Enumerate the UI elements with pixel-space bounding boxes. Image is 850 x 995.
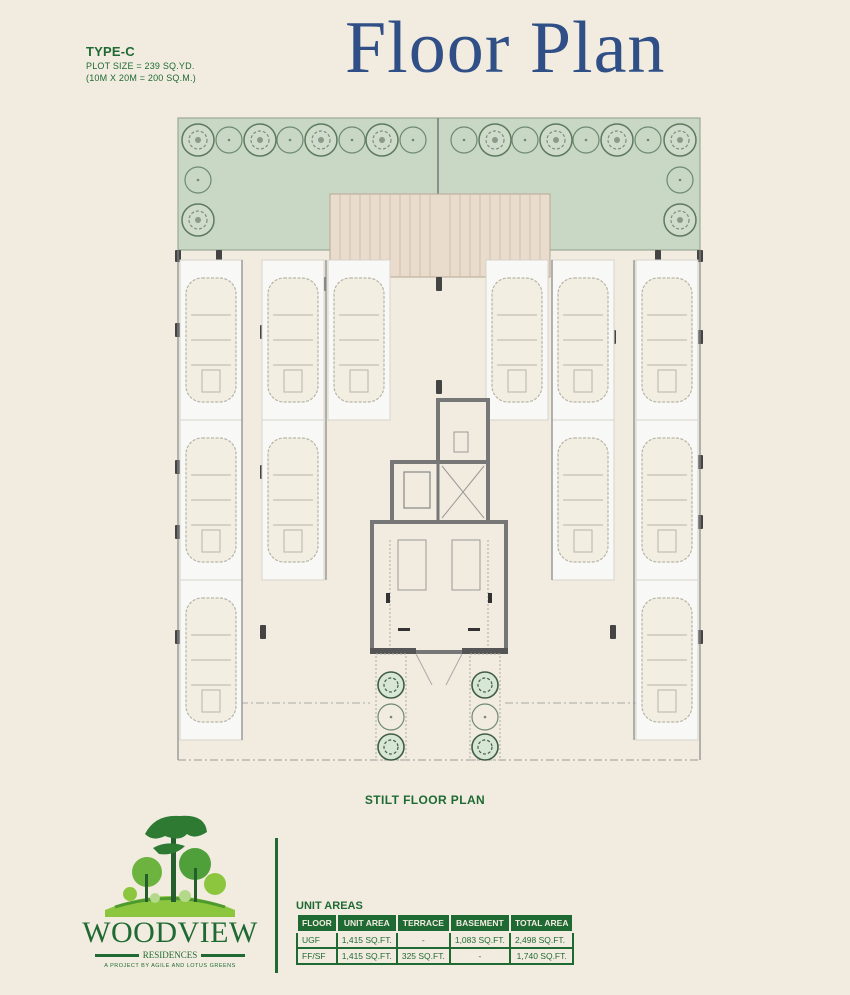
plan-caption: STILT FLOOR PLAN [364,793,486,807]
unit-type: TYPE-C [86,44,135,59]
col-unit-area: UNIT AREA [335,913,398,933]
cell-total-area: 2,498 SQ.FT. [508,931,575,949]
plot-size: PLOT SIZE = 239 SQ.YD. [86,61,195,71]
logo-rule-left [94,953,139,957]
col-basement: BASEMENT [448,913,511,933]
logo-rule-right [201,953,246,957]
unit-areas-title: UNIT AREAS [296,900,363,912]
logo-subtitle-row: RESIDENCES [80,950,260,960]
cell-unit-area: 1,415 SQ.FT. [335,947,398,965]
woodview-logo: WOODVIEW RESIDENCES A PROJECT BY AGILE A… [80,812,260,969]
table-row: FF/SF 1,415 SQ.FT. 325 SQ.FT. - 1,740 SQ… [296,947,575,965]
unit-areas-section: UNIT AREAS FLOOR UNIT AREA TERRACE BASEM… [296,900,575,965]
unit-areas-table: FLOOR UNIT AREA TERRACE BASEMENT TOTAL A… [296,913,575,965]
table-header-row: FLOOR UNIT AREA TERRACE BASEMENT TOTAL A… [296,913,575,933]
plot-dimensions: (10M X 20M = 200 SQ.M.) [86,73,196,83]
page-title: Floor Plan [345,7,666,89]
cell-unit-area: 1,415 SQ.FT. [335,931,398,949]
cell-basement: 1,083 SQ.FT. [448,931,511,949]
cell-terrace: - [395,931,451,949]
logo-name: WOODVIEW [82,916,258,949]
stilt-floor-plan-drawing [175,117,703,761]
logo-subtitle: RESIDENCES [142,950,198,960]
col-floor: FLOOR [296,913,338,933]
cell-total-area: 1,740 SQ.FT. [508,947,575,965]
col-total-area: TOTAL AREA [508,913,575,933]
cell-terrace: 325 SQ.FT. [395,947,451,965]
cell-floor: UGF [296,931,338,949]
unit-type-info: TYPE-C PLOT SIZE = 239 SQ.YD. (10M X 20M… [86,44,196,83]
trees-logo-icon [105,815,235,917]
table-row: UGF 1,415 SQ.FT. - 1,083 SQ.FT. 2,498 SQ… [296,931,575,949]
vertical-divider [275,838,278,973]
cell-basement: - [448,947,511,965]
cell-floor: FF/SF [296,947,338,965]
col-terrace: TERRACE [395,913,451,933]
logo-tagline: A PROJECT BY AGILE AND LOTUS GREENS [104,963,236,969]
